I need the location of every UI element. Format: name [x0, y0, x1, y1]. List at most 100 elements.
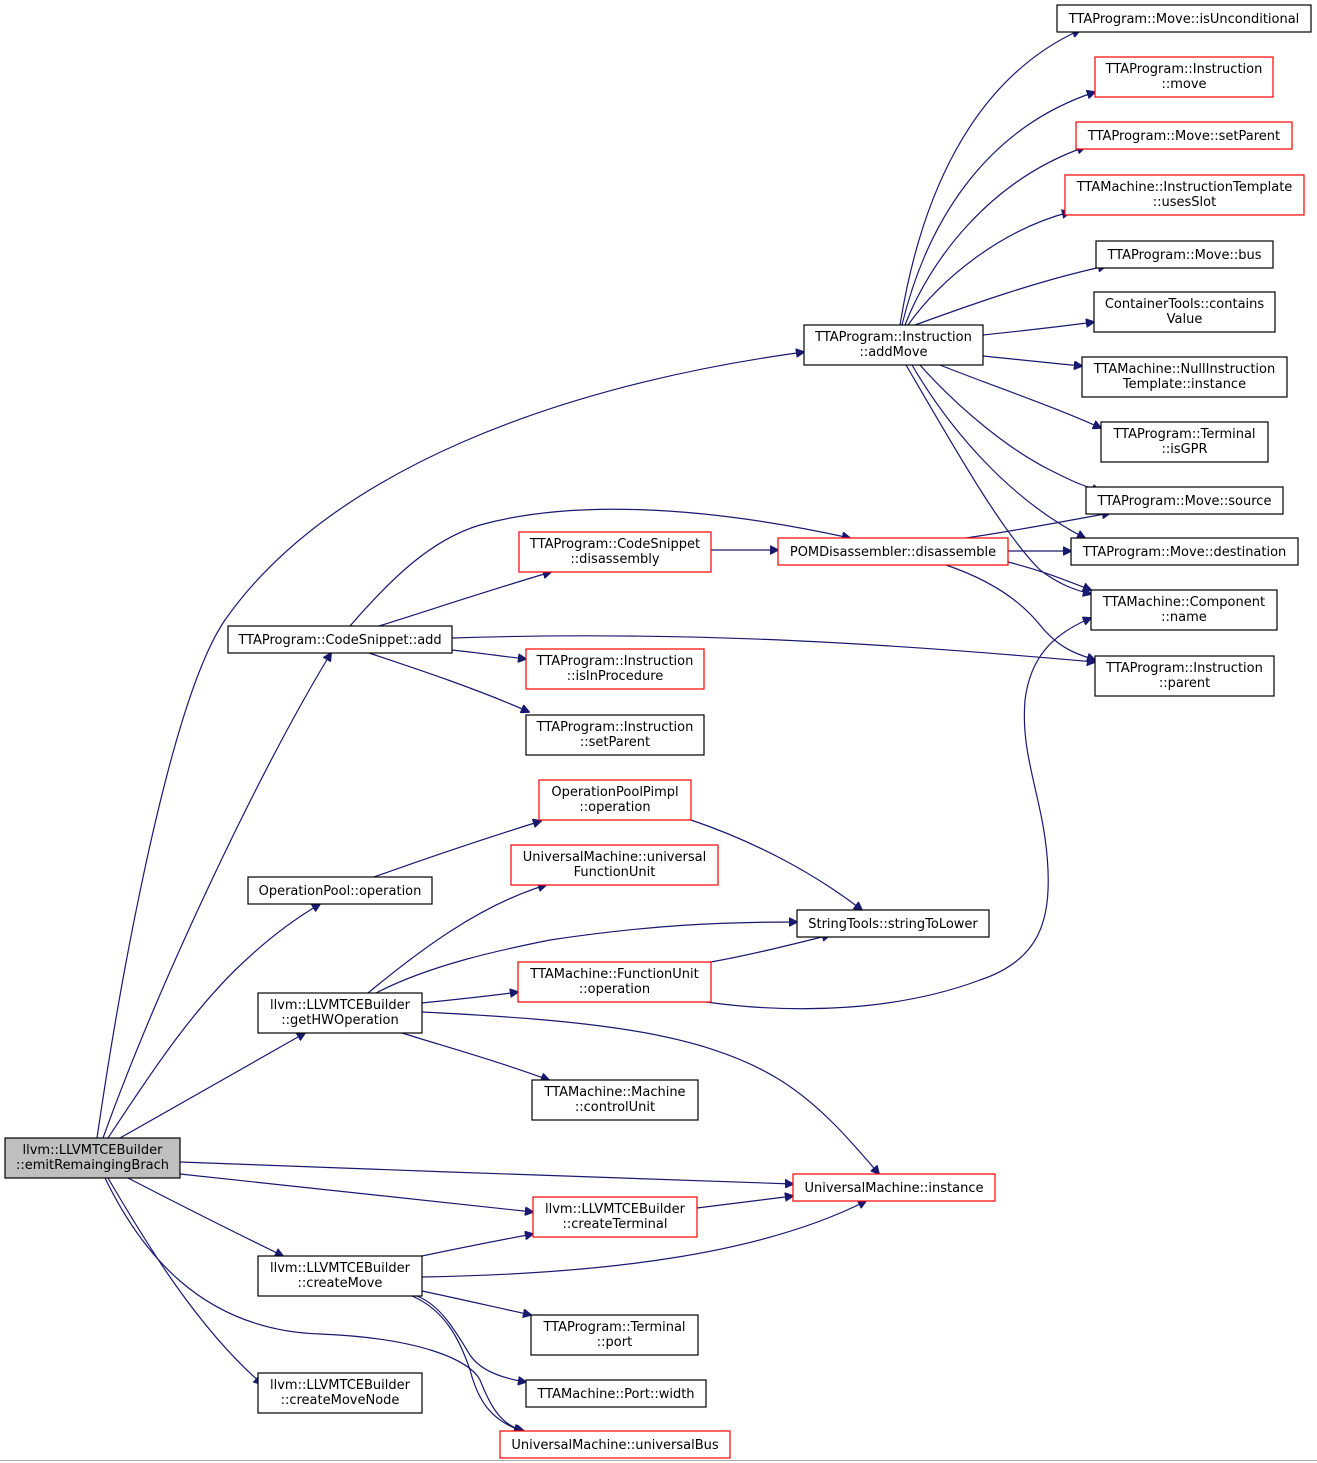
- node-box: [247, 876, 433, 905]
- node-root[interactable]: llvm::LLVMTCEBuilder::emitRemaingingBrac…: [4, 1137, 181, 1179]
- node-controlUnit[interactable]: TTAMachine::Machine::controlUnit: [531, 1079, 699, 1121]
- node-label-line-1: TTAProgram::Instruction: [536, 654, 694, 669]
- node-box: [1085, 486, 1284, 515]
- node-instrSetParent[interactable]: TTAProgram::Instruction::setParent: [525, 714, 705, 756]
- edge-createMove-to-termPort: [421, 1290, 531, 1315]
- node-isGPR[interactable]: TTAProgram::Terminal::isGPR: [1100, 421, 1269, 463]
- node-label-line-1: TTAMachine::NullInstruction: [1093, 362, 1275, 377]
- node-label-line-2: ::emitRemaingingBrach: [16, 1158, 169, 1173]
- node-moveSource[interactable]: TTAProgram::Move::source: [1085, 486, 1284, 515]
- node-box: [1100, 421, 1269, 463]
- edge-createTerminal-to-umInstance: [696, 1196, 793, 1209]
- node-label-line-1: TTAProgram::Instruction: [814, 330, 972, 345]
- node-box: [525, 648, 705, 690]
- node-instrMove[interactable]: TTAProgram::Instruction::move: [1094, 56, 1274, 98]
- node-compName[interactable]: TTAMachine::Component::name: [1090, 589, 1278, 631]
- edges-layer: [96, 30, 1110, 1431]
- node-pomDis[interactable]: POMDisassembler::disassemble: [777, 537, 1009, 566]
- edge-addMove-to-moveBus: [914, 266, 1106, 326]
- edge-root-to-umInstance: [179, 1161, 793, 1184]
- node-box: [1094, 56, 1274, 98]
- node-label-line-1: UniversalMachine::universalBus: [511, 1438, 719, 1453]
- node-umBus[interactable]: UniversalMachine::universalBus: [499, 1430, 731, 1459]
- node-moveDest[interactable]: TTAProgram::Move::destination: [1070, 537, 1299, 566]
- node-label-line-2: ::operation: [579, 800, 650, 815]
- edge-arrow: [919, 364, 1100, 491]
- node-box: [257, 992, 423, 1034]
- edge-arrow: [179, 1161, 793, 1184]
- edge-arrow: [107, 1177, 262, 1384]
- node-setParentMove[interactable]: TTAProgram::Move::setParent: [1075, 121, 1293, 150]
- edge-pomDis-to-moveSource: [965, 513, 1110, 539]
- node-opPoolOp[interactable]: OperationPool::operation: [247, 876, 433, 905]
- edge-root-to-addMove: [96, 352, 804, 1139]
- node-label-line-1: TTAProgram::Instruction: [536, 720, 694, 735]
- node-getHW[interactable]: llvm::LLVMTCEBuilder::getHWOperation: [257, 992, 423, 1034]
- node-label-line-1: TTAProgram::Move::source: [1097, 494, 1272, 509]
- edge-pomDis-to-instrParent: [945, 564, 1095, 660]
- node-createTerminal[interactable]: llvm::LLVMTCEBuilder::createTerminal: [532, 1196, 698, 1238]
- node-label-line-1: POMDisassembler::disassemble: [790, 545, 996, 560]
- node-disassembly[interactable]: TTAProgram::CodeSnippet::disassembly: [518, 531, 712, 573]
- node-label-line-1: OperationPool::operation: [259, 884, 422, 899]
- node-umInstance[interactable]: UniversalMachine::instance: [792, 1173, 996, 1202]
- node-usesSlot[interactable]: TTAMachine::InstructionTemplate::usesSlo…: [1064, 174, 1305, 216]
- edge-arrow: [899, 30, 1080, 326]
- edge-arrow: [96, 352, 804, 1139]
- node-label-line-1: StringTools::stringToLower: [808, 917, 978, 932]
- edge-arrow: [367, 885, 546, 994]
- node-label-line-2: ::getHWOperation: [281, 1013, 398, 1028]
- node-strLower[interactable]: StringTools::stringToLower: [796, 909, 990, 938]
- node-termPort[interactable]: TTAProgram::Terminal::port: [530, 1314, 699, 1356]
- node-instrParent[interactable]: TTAProgram::Instruction::parent: [1094, 655, 1275, 697]
- node-box: [1094, 655, 1275, 697]
- node-opPimpl[interactable]: OperationPoolPimpl::operation: [538, 779, 692, 821]
- edge-arrow: [451, 649, 526, 659]
- node-addMove[interactable]: TTAProgram::Instruction::addMove: [803, 324, 984, 366]
- node-portWidth[interactable]: TTAMachine::Port::width: [525, 1379, 707, 1408]
- edge-pomDis-to-compName: [1007, 561, 1091, 590]
- nodes-layer: llvm::LLVMTCEBuilder::emitRemaingingBrac…: [4, 4, 1312, 1459]
- edge-arrow: [911, 364, 1085, 538]
- edge-arrow: [368, 652, 529, 712]
- node-box: [777, 537, 1009, 566]
- edge-opPimpl-to-strLower: [690, 819, 862, 910]
- node-box: [525, 714, 705, 756]
- node-label-line-1: TTAProgram::Instruction: [1105, 661, 1263, 676]
- edge-arrow: [104, 1177, 524, 1431]
- node-nullInstance[interactable]: TTAMachine::NullInstructionTemplate::ins…: [1081, 356, 1288, 398]
- edge-getHW-to-umFU: [367, 885, 546, 994]
- node-fuOp[interactable]: TTAMachine::FunctionUnit::operation: [517, 961, 712, 1003]
- edge-arrow: [914, 266, 1106, 326]
- node-label-line-2: ::createMove: [298, 1276, 383, 1291]
- edge-createMove-to-portWidth: [416, 1295, 526, 1382]
- node-label-line-1: TTAMachine::InstructionTemplate: [1076, 180, 1293, 195]
- node-label-line-2: ::usesSlot: [1153, 195, 1216, 210]
- node-isUnconditional[interactable]: TTAProgram::Move::isUnconditional: [1056, 4, 1312, 33]
- node-label-line-1: TTAProgram::CodeSnippet::add: [237, 633, 441, 648]
- node-box: [518, 531, 712, 573]
- node-isInProcedure[interactable]: TTAProgram::Instruction::isInProcedure: [525, 648, 705, 690]
- node-box: [510, 844, 719, 886]
- node-moveBus[interactable]: TTAProgram::Move::bus: [1095, 240, 1274, 269]
- node-label-line-2: ::parent: [1159, 676, 1210, 691]
- edge-arrow: [416, 1295, 526, 1382]
- node-label-line-1: TTAProgram::Move::bus: [1106, 248, 1261, 263]
- node-csAdd[interactable]: TTAProgram::CodeSnippet::add: [227, 625, 453, 654]
- edge-arrow: [939, 364, 1101, 428]
- node-label-line-2: ::controlUnit: [575, 1100, 655, 1115]
- edge-arrow: [1007, 561, 1091, 590]
- node-label-line-1: llvm::LLVMTCEBuilder: [23, 1143, 164, 1158]
- node-createMove[interactable]: llvm::LLVMTCEBuilder::createMove: [257, 1255, 423, 1297]
- node-box: [1090, 589, 1278, 631]
- edge-arrow: [904, 147, 1085, 326]
- node-box: [1064, 174, 1305, 216]
- edge-root-to-opPoolOp: [107, 904, 320, 1139]
- edge-arrow: [421, 992, 518, 1004]
- node-label-line-1: llvm::LLVMTCEBuilder: [270, 1261, 411, 1276]
- node-createMoveNode[interactable]: llvm::LLVMTCEBuilder::createMoveNode: [257, 1372, 423, 1414]
- edge-addMove-to-setParentMove: [904, 147, 1085, 326]
- edge-addMove-to-isUnconditional: [899, 30, 1080, 326]
